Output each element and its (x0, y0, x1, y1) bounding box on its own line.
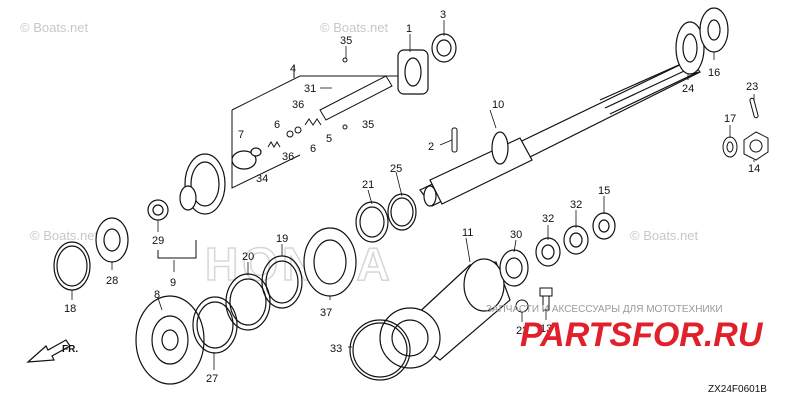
callout: 18 (64, 303, 76, 315)
diagram-code: ZX24F0601B (708, 384, 767, 395)
watermark: © Boats.net (30, 228, 99, 243)
callout: 5 (326, 133, 332, 145)
callout: 19 (276, 233, 288, 245)
bevel-gear (135, 295, 205, 385)
callout: 21 (362, 179, 374, 191)
cotter-pin (749, 97, 759, 119)
clutch-shifter (397, 49, 429, 95)
callout: 1 (406, 23, 412, 35)
shim (53, 241, 91, 291)
background-logo: HONDA (205, 238, 394, 290)
callout: 15 (598, 185, 610, 197)
oil-seal (535, 212, 616, 267)
callout: 6 (310, 143, 316, 155)
o-ring (349, 319, 411, 381)
watermark: © Boats.net (20, 20, 89, 35)
needle-bearing (147, 199, 169, 221)
ball-bearing (303, 227, 357, 297)
callout: 14 (748, 163, 760, 175)
watermark: © Boats.net (630, 228, 699, 243)
callout: 36 (282, 151, 294, 163)
callout: 10 (492, 99, 504, 111)
callout: 23 (746, 81, 758, 93)
callout: 31 (304, 83, 316, 95)
callout: 32 (570, 199, 582, 211)
callout: 25 (390, 163, 402, 175)
spring (267, 118, 322, 148)
callout: 27 (206, 373, 218, 385)
watermark: © Boats.net (320, 20, 389, 35)
callout-labels: 1 2 3 4 5 6 6 7 8 9 10 11 13 14 15 16 17… (64, 9, 760, 385)
callout: 16 (708, 67, 720, 79)
callout: 2 (428, 141, 434, 153)
callout: 13 (540, 323, 552, 335)
pinion-gear (179, 153, 226, 215)
direction-label: FR. (62, 344, 78, 355)
collar (431, 33, 457, 63)
callout: 30 (510, 229, 522, 241)
callout: 36 (292, 99, 304, 111)
needle-bearing (499, 249, 529, 287)
callout: 37 (320, 307, 332, 319)
shim (355, 193, 417, 243)
callout: 7 (238, 129, 244, 141)
overlay-brand: PARTSFOR.RU (520, 316, 764, 354)
thrust-washer (699, 7, 729, 53)
callout: 32 (542, 213, 554, 225)
leader-lines (71, 20, 755, 370)
callout: 4 (290, 63, 296, 75)
callout: 33 (330, 343, 342, 355)
washer (722, 136, 738, 158)
callout: 6 (274, 119, 280, 131)
group-bracket (157, 240, 197, 259)
front-direction-arrow: FR. (26, 339, 78, 363)
thrust-bearing (675, 21, 705, 75)
tapered-bearing (95, 217, 129, 263)
shifter-rod (319, 75, 393, 121)
callout: 29 (152, 235, 164, 247)
castle-nut (743, 131, 769, 161)
callout: 20 (242, 251, 254, 263)
bolt (539, 287, 553, 311)
callout: 28 (106, 275, 118, 287)
callout: 3 (440, 9, 446, 21)
callout: 35 (362, 119, 374, 131)
callout: 8 (154, 289, 160, 301)
overlay-note: ЗАПЧАСТИ И АКСЕССУАРЫ ДЛЯ МОТОТЕХНИКИ (486, 304, 723, 315)
steel-ball (286, 57, 348, 138)
callout: 22 (516, 325, 528, 337)
propeller-shaft (419, 59, 701, 207)
shift-cam (231, 147, 262, 170)
callout: 24 (682, 83, 694, 95)
pin (451, 127, 458, 153)
callout: 11 (462, 227, 473, 239)
callout: 9 (170, 277, 176, 289)
callout: 17 (724, 113, 736, 125)
callout: 35 (340, 35, 352, 47)
callout: 34 (256, 173, 268, 185)
